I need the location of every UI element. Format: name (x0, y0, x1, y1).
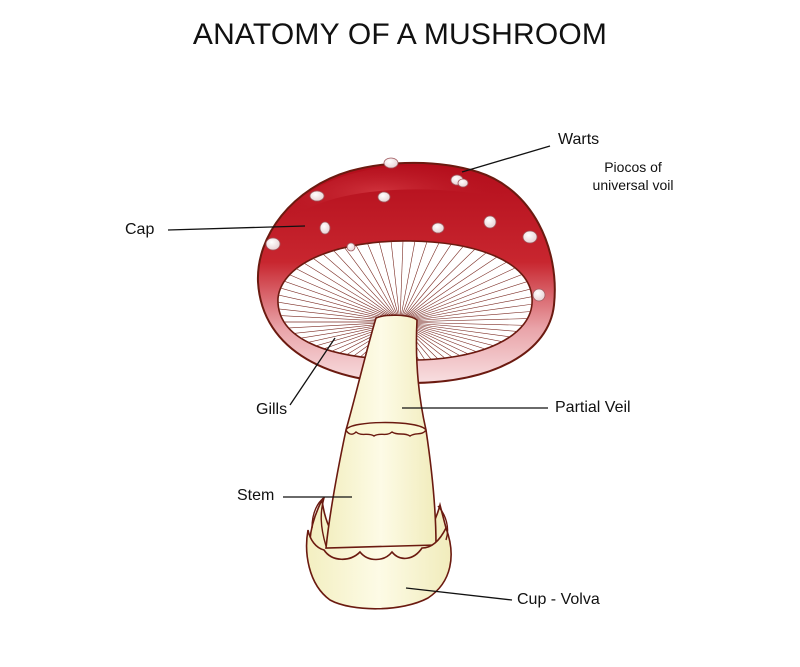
gill-line (277, 280, 401, 323)
gill-line (277, 252, 401, 323)
warts-group (265, 157, 546, 302)
gill-line (399, 240, 474, 323)
gill-line (399, 321, 533, 349)
gill-line (399, 240, 405, 323)
gill-line (334, 240, 401, 323)
gill-line (399, 321, 533, 361)
gill-line (277, 243, 401, 323)
wart (522, 230, 538, 244)
gill-line (399, 240, 506, 323)
wart (383, 157, 399, 169)
wart (309, 190, 325, 202)
wart (319, 221, 331, 235)
warts-label: Warts (558, 131, 600, 148)
gill-line (399, 305, 533, 323)
gill-line (399, 321, 533, 359)
gill-line (287, 240, 401, 323)
cup-volva-label: Cup - Volva (517, 591, 600, 608)
stem-shape (325, 314, 437, 549)
gill-line (399, 321, 533, 339)
gill-line (351, 240, 401, 323)
gill-line (399, 240, 490, 323)
partial-veil-label: Partial Veil (555, 399, 631, 416)
gill-line (277, 321, 401, 333)
gill-line (277, 321, 401, 344)
cap-label: Cap (125, 221, 155, 238)
wart (532, 288, 546, 302)
gill-line (399, 285, 533, 323)
cap-leader-line (167, 225, 306, 231)
warts-note-line-2: universal voil (592, 177, 674, 193)
wart (265, 237, 281, 251)
wart (346, 242, 356, 252)
gill-line (399, 321, 506, 361)
gill-line (399, 316, 533, 323)
warts-note-line-1: Piocos of (604, 159, 662, 175)
gill-line (399, 240, 458, 323)
gill-line (277, 270, 401, 323)
gill-line (318, 240, 401, 323)
diagram-title: ANATOMY OF A MUSHROOM (192, 18, 608, 51)
gill-line (399, 240, 423, 323)
warts-note: Piocos of universal voil (573, 158, 693, 194)
gills-label: Gills (256, 401, 288, 418)
wart (377, 191, 391, 203)
gill-line (399, 321, 520, 361)
gill-line (399, 275, 533, 323)
gill-line (399, 265, 533, 323)
gill-line (277, 321, 401, 354)
warts-leader-line (461, 145, 551, 173)
gill-line (399, 256, 533, 323)
gills-leader-line (289, 337, 336, 406)
wart (483, 215, 497, 229)
gill-line (277, 260, 401, 323)
gill-line (368, 240, 401, 323)
gill-line (277, 290, 401, 323)
gill-line (399, 240, 440, 323)
cup-volva-leader-line (405, 587, 513, 601)
stem-label: Stem (237, 487, 275, 504)
gill-line (399, 321, 533, 328)
wart (431, 222, 445, 234)
gill-line (399, 295, 533, 323)
wart (457, 178, 469, 188)
gill-line (399, 321, 533, 361)
gill-line (399, 321, 533, 361)
gill-line (386, 240, 401, 323)
gill-line (302, 240, 401, 323)
gill-line (277, 311, 401, 323)
gill-line (277, 300, 401, 323)
